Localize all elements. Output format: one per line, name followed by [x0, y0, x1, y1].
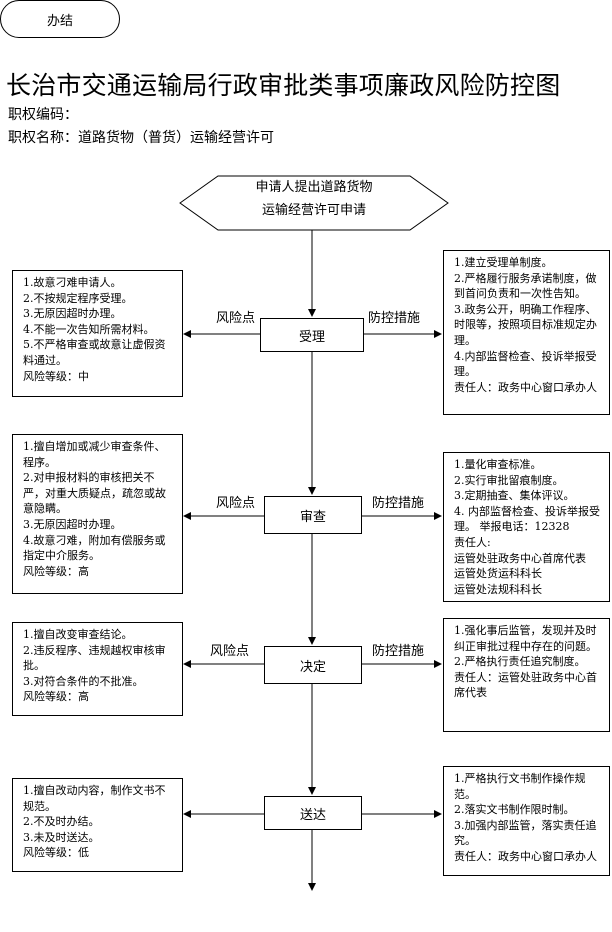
risk-label: 风险点 — [216, 311, 256, 326]
risk-box-deliver: 1.擅自改动内容，制作文书不规范。 2.不及时办结。 3.未及时送达。 风险等级… — [12, 778, 183, 872]
authority-code: 职权编码： — [8, 107, 78, 123]
control-item: 3.政务公开，明确工作程序、时限等，按照项目标准规定办理。 — [454, 302, 597, 347]
start-line-2: 运输经营许可申请 — [261, 203, 366, 218]
end-node: 办结 — [0, 0, 120, 38]
risk-item: 5.不严格审查或故意让虚假资料通过。 — [23, 338, 166, 367]
start-hexagon — [179, 175, 449, 231]
risk-item: 4.故意刁难，附加有偿服务或指定中介服务。 — [23, 533, 166, 563]
risk-item: 1.擅自改变审查结论。 — [23, 628, 133, 641]
risk-item: 2.不按规定程序受理。 — [23, 291, 133, 305]
risk-item: 3.对符合条件的不批准。 — [23, 674, 144, 688]
risk-item: 1.故意刁难申请人。 — [23, 276, 122, 289]
control-label: 防控措施 — [372, 644, 425, 659]
control-box-review: 1.量化审查标准。 2.实行审批留痕制度。 3.定期抽查、集体评议。 4. 内部… — [443, 452, 610, 602]
risk-level: 风险等级：高 — [23, 690, 89, 704]
risk-item: 2.对申报材料的审核把关不严，对重大质疑点，疏忽或故意隐瞒。 — [23, 471, 166, 516]
control-owner: 责任人：运管处驻政务中心首席代表 — [454, 670, 597, 700]
risk-item: 3.无原因超时办理。 — [23, 307, 122, 321]
control-item: 2.落实文书制作限时制。 — [454, 803, 575, 817]
risk-box-decide: 1.擅自改变审查结论。 2.违反程序、违规越权审核审批。 3.对符合条件的不批准… — [12, 622, 183, 716]
control-owner: 责任人：政务中心窗口承办人 — [454, 849, 597, 863]
risk-item: 3.无原因超时办理。 — [23, 517, 122, 531]
step-accept: 受理 — [260, 318, 364, 352]
control-box-decide: 1.强化事后监管，发现并及时纠正审批过程中存在的问题。 2.严格执行责任追究制度… — [443, 618, 610, 732]
control-owner: 运管处法规科科长 — [454, 582, 542, 596]
risk-item: 1.擅自改动内容，制作文书不规范。 — [23, 784, 166, 813]
risk-box-accept: 1.故意刁难申请人。 2.不按规定程序受理。 3.无原因超时办理。 4.不能一次… — [12, 270, 183, 397]
risk-box-review: 1.擅自增加或减少审查条件、程序。 2.对申报材料的审核把关不严，对重大质疑点，… — [12, 434, 183, 594]
risk-label: 风险点 — [216, 496, 256, 511]
control-item: 1.量化审查标准。 — [454, 458, 542, 471]
risk-item: 3.未及时送达。 — [23, 830, 100, 844]
control-owner: 运管处货运科科长 — [454, 567, 542, 581]
risk-item: 2.不及时办结。 — [23, 815, 100, 829]
control-box-deliver: 1.严格执行文书制作操作规范。 2.落实文书制作限时制。 3.加强内部监管，落实… — [443, 766, 610, 876]
control-item: 2.实行审批留痕制度。 — [454, 473, 564, 487]
start-line-1: 申请人提出道路货物 — [255, 180, 373, 195]
step-decide: 决定 — [264, 646, 362, 684]
step-review: 审查 — [264, 496, 362, 534]
control-item: 1.建立受理单制度。 — [454, 256, 553, 269]
control-item: 4.内部监督检查、投诉举报受理。 — [454, 349, 597, 379]
risk-level: 风险等级：中 — [23, 369, 89, 383]
control-owner: 运管处驻政务中心首席代表 — [454, 551, 586, 565]
control-label: 防控措施 — [368, 311, 421, 326]
authority-name: 职权名称：道路货物（普货）运输经营许可 — [8, 130, 274, 146]
control-item: 1.强化事后监管，发现并及时纠正审批过程中存在的问题。 — [454, 624, 597, 653]
control-item: 4. 内部监督检查、投诉举报受理。 举报电话：12328 — [454, 504, 600, 534]
control-item: 1.严格执行文书制作操作规范。 — [454, 772, 586, 801]
control-owner: 责任人: — [454, 535, 491, 549]
step-deliver: 送达 — [264, 796, 362, 830]
control-item: 3.定期抽查、集体评议。 — [454, 489, 575, 503]
risk-label: 风险点 — [210, 644, 250, 659]
control-item: 2.严格执行责任追究制度。 — [454, 655, 586, 669]
risk-item: 2.违反程序、违规越权审核审批。 — [23, 643, 166, 673]
start-node: 申请人提出道路货物 运输经营许可申请 — [180, 176, 448, 222]
risk-item: 4.不能一次告知所需材料。 — [23, 322, 155, 336]
control-box-accept: 1.建立受理单制度。 2.严格履行服务承诺制度，做到首问负责和一次性告知。 3.… — [443, 250, 610, 415]
risk-item: 1.擅自增加或减少审查条件、程序。 — [23, 440, 166, 469]
control-label: 防控措施 — [372, 496, 425, 511]
risk-level: 风险等级：高 — [23, 564, 89, 578]
risk-level: 风险等级：低 — [23, 846, 89, 860]
control-item: 2.严格履行服务承诺制度，做到首问负责和一次性告知。 — [454, 271, 597, 301]
control-owner: 责任人：政务中心窗口承办人 — [454, 380, 597, 394]
control-item: 3.加强内部监管，落实责任追究。 — [454, 818, 597, 848]
page-title: 长治市交通运输局行政审批类事项廉政风险防控图 — [6, 71, 561, 100]
